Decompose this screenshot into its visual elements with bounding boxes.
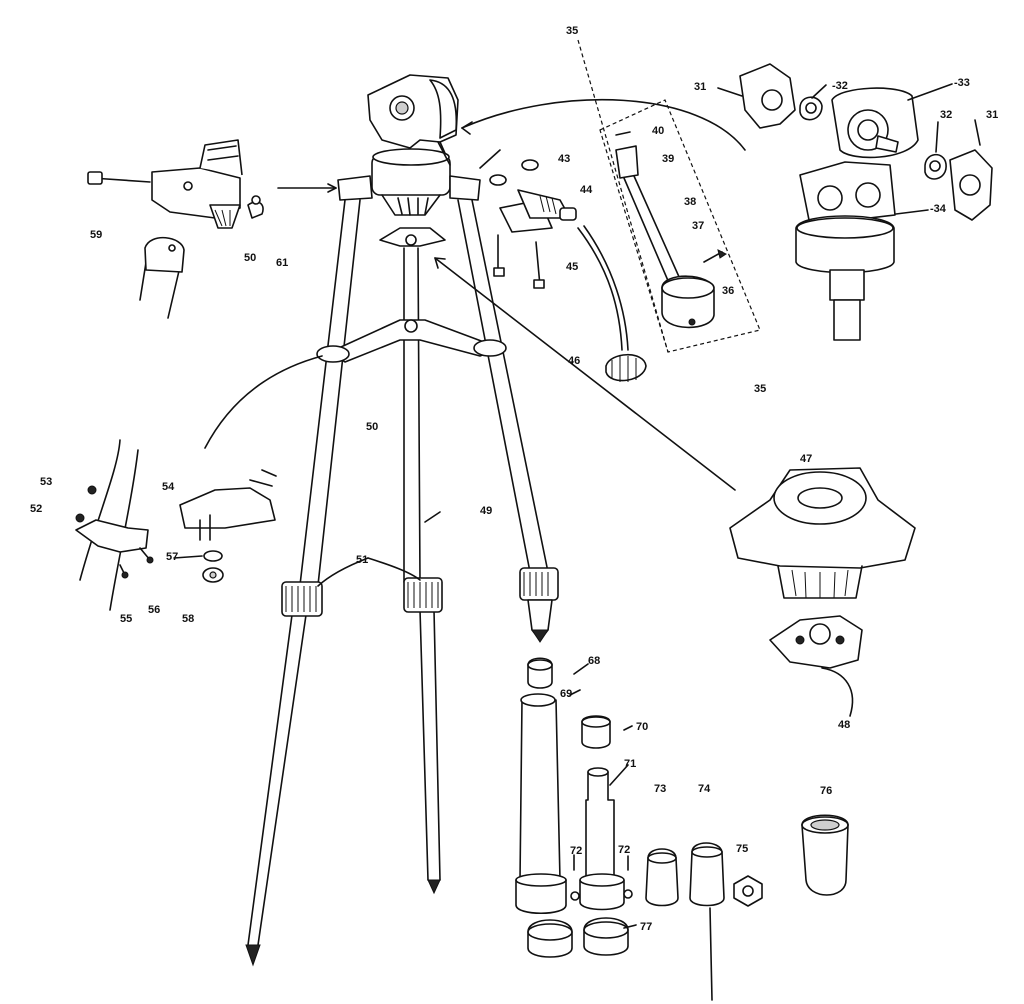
label-part-48: 48 [838, 719, 850, 731]
label-part-51: 51 [356, 554, 368, 566]
center-column-parts [515, 657, 849, 1001]
arrow-hub-to-47 [434, 257, 736, 491]
label-part-38: 38 [684, 196, 696, 208]
label-part-72-left: 72 [570, 845, 582, 857]
label-part-74: 74 [698, 783, 711, 795]
tripod-legs [245, 199, 559, 967]
label-part-39: 39 [662, 153, 674, 165]
label-part-56: 56 [148, 604, 160, 616]
label-part-32-lower: 32 [940, 109, 952, 121]
tripod-head-top [367, 74, 459, 161]
leg-bracket-detail [75, 439, 277, 611]
label-part-61: 61 [276, 257, 288, 269]
label-part-68: 68 [588, 655, 600, 667]
arrow-bracket-to-spreader [204, 355, 323, 449]
label-part-33: -33 [954, 77, 970, 89]
label-part-57: 57 [166, 551, 178, 563]
label-part-71: 71 [624, 758, 636, 770]
label-part-40: 40 [652, 125, 664, 137]
label-part-53: 53 [40, 476, 52, 488]
label-part-34: -34 [930, 203, 947, 215]
label-part-36: 36 [722, 285, 734, 297]
label-part-37: 37 [692, 220, 704, 232]
label-part-75: 75 [736, 843, 748, 855]
label-part-69: 69 [560, 688, 572, 700]
label-part-43: 43 [558, 153, 570, 165]
label-part-45: 45 [566, 261, 578, 273]
label-part-31-right: 31 [986, 109, 998, 121]
label-part-47: 47 [800, 453, 812, 465]
label-part-52: 52 [30, 503, 42, 515]
tripod-hub [337, 148, 481, 247]
label-part-77: 77 [640, 921, 652, 933]
label-part-50-center: 50 [366, 421, 378, 433]
label-part-76: 76 [820, 785, 832, 797]
label-part-35-bottom: 35 [754, 383, 766, 395]
label-part-31-left: 31 [694, 81, 706, 93]
part-number-labels: 31 31 -32 32 -33 -34 35 35 36 37 38 39 4… [30, 25, 998, 933]
label-part-73: 73 [654, 783, 666, 795]
pan-handle-assembly [489, 39, 761, 382]
label-part-44: 44 [580, 184, 593, 196]
label-part-54: 54 [162, 481, 175, 493]
label-part-46: 46 [568, 355, 580, 367]
arrow-head-to-top [461, 98, 746, 151]
label-part-58: 58 [182, 613, 194, 625]
callout-leaders [173, 83, 981, 587]
label-part-70: 70 [636, 721, 648, 733]
label-part-72-right: 72 [618, 844, 630, 856]
label-part-55: 55 [120, 613, 132, 625]
label-part-49: 49 [480, 505, 492, 517]
tilt-head-assembly [739, 63, 993, 341]
label-part-32-upper: -32 [832, 80, 848, 92]
tripod-assembly [204, 74, 746, 967]
label-part-35-top: 35 [566, 25, 578, 37]
label-part-59: 59 [90, 229, 102, 241]
hub-casting-detail [729, 467, 916, 717]
upper-leg-clamp-detail [87, 139, 264, 319]
label-part-50-left: 50 [244, 252, 256, 264]
